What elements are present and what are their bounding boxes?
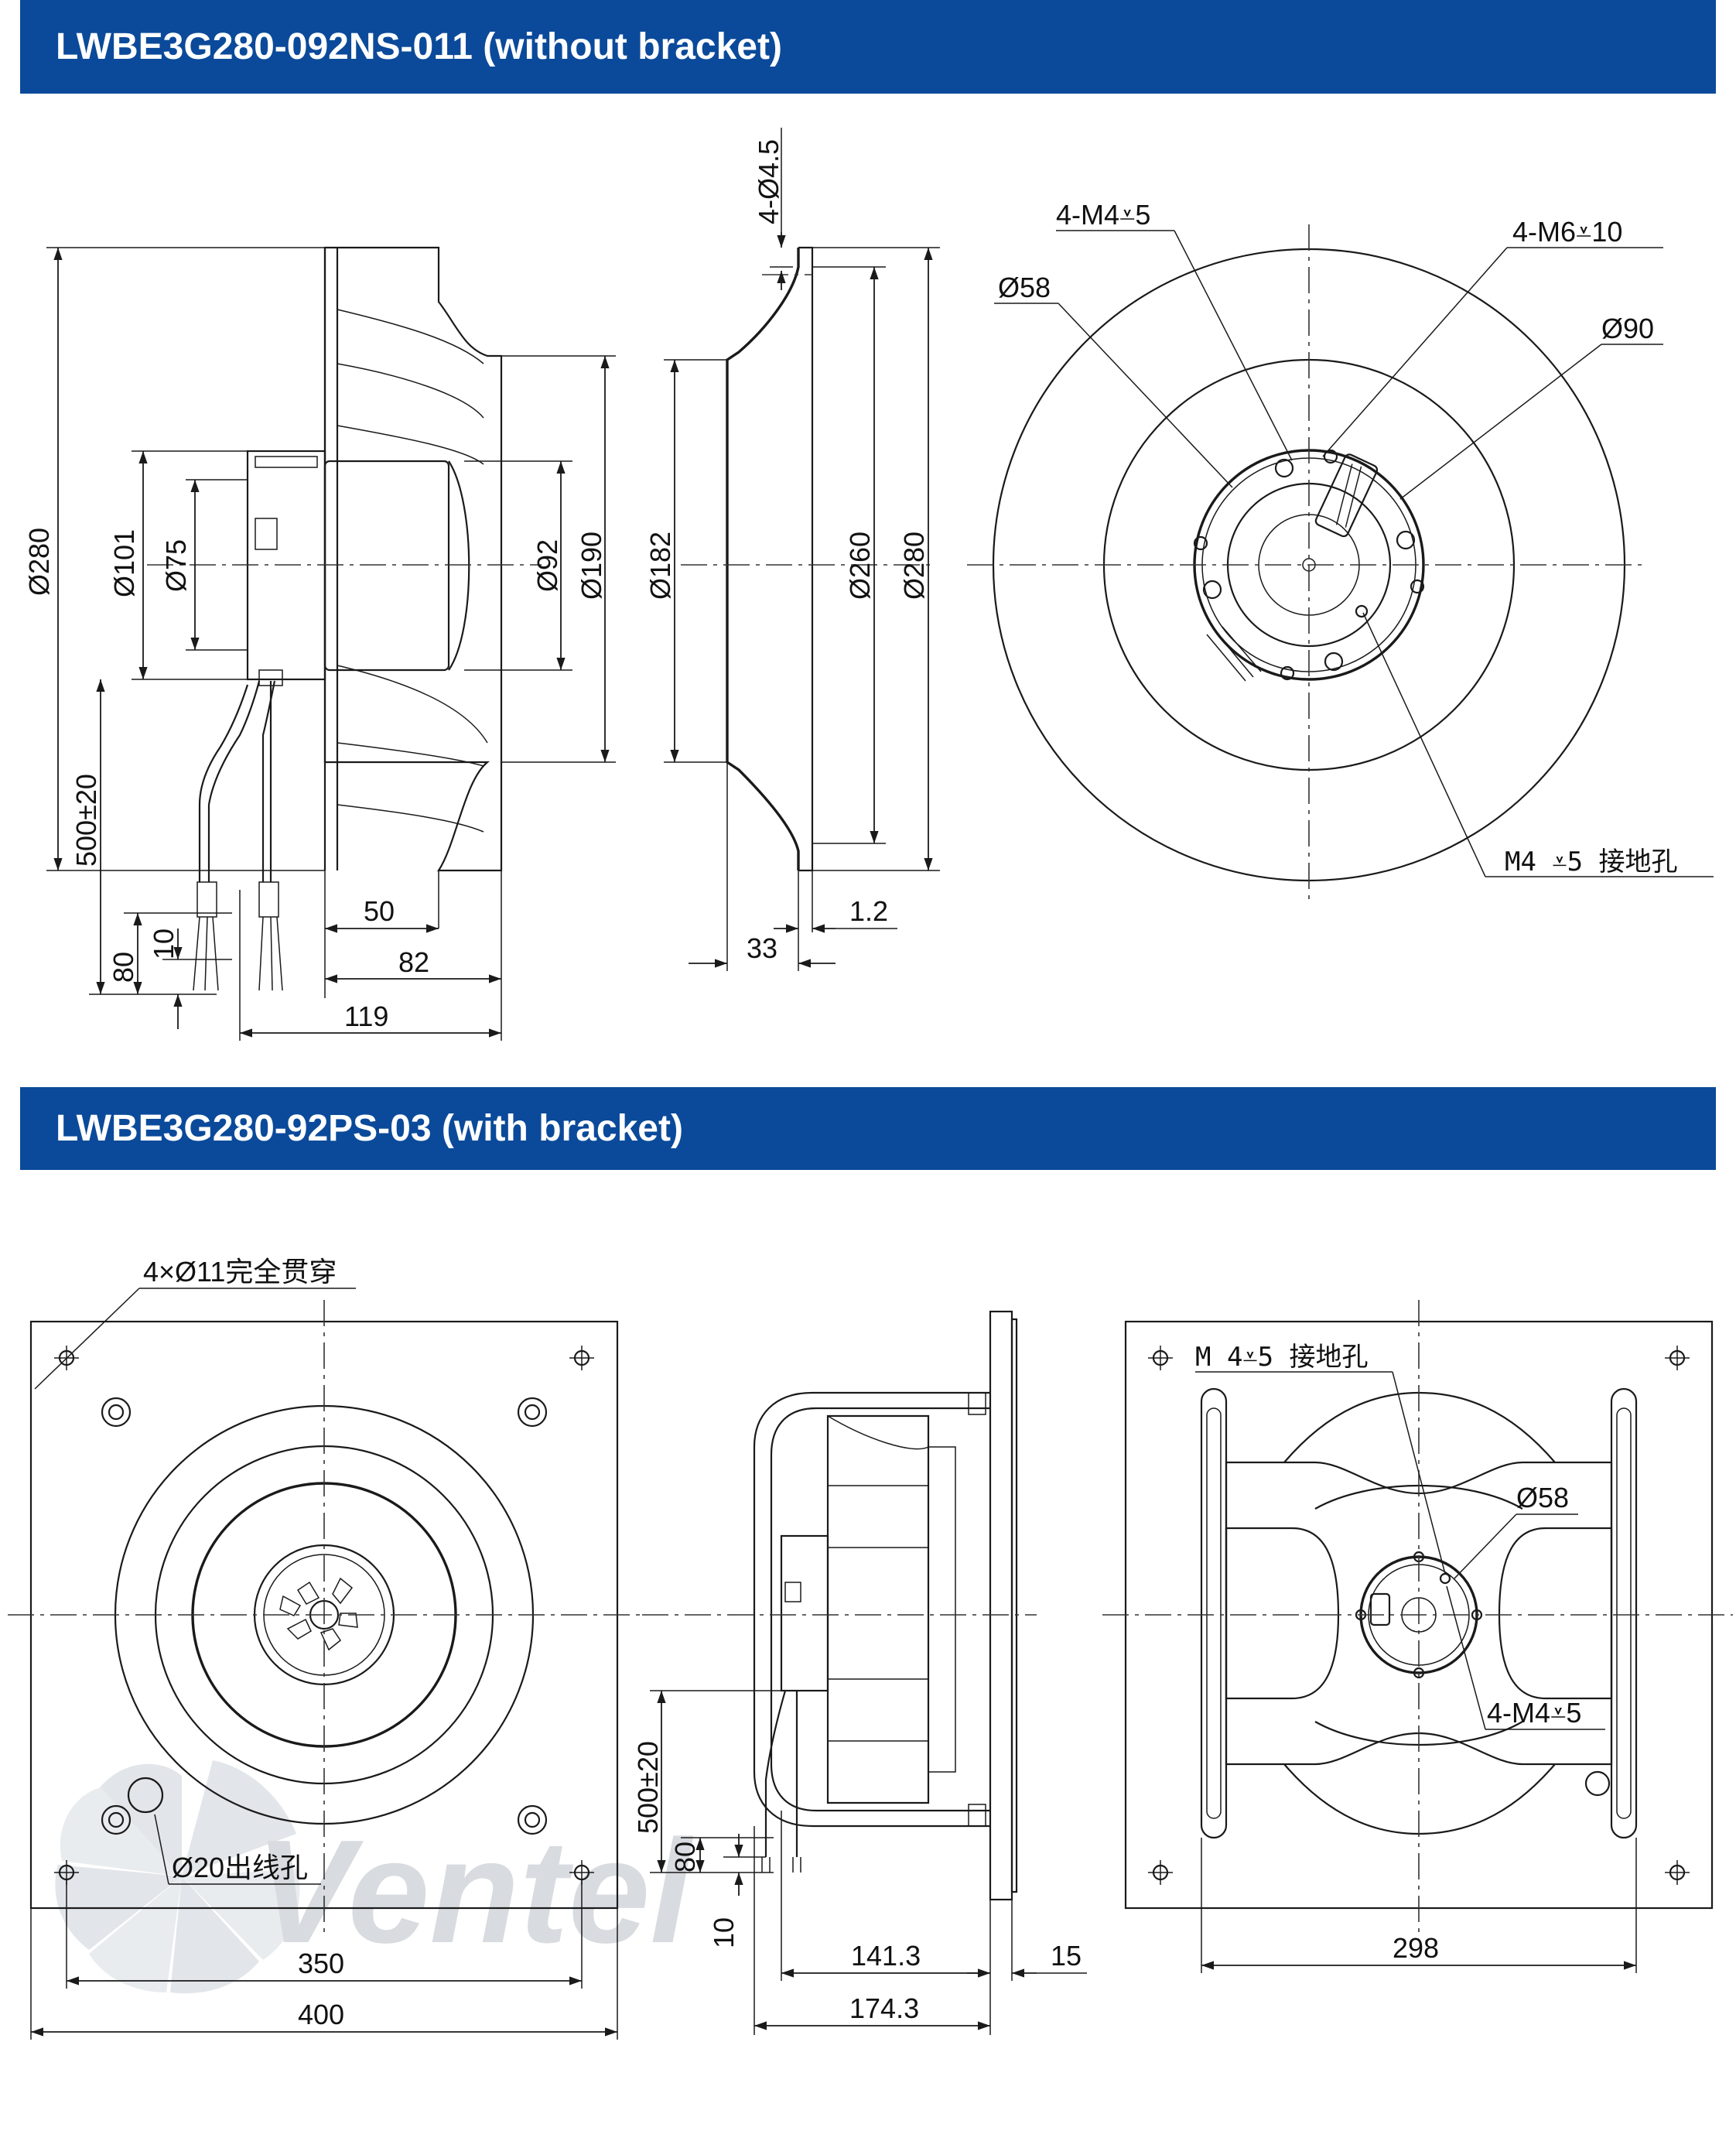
bottom-front-view: 4×Ø11完全贯穿 Ø20出线孔 350 400 [8,1256,642,2040]
top-front-view: 4-M4⩡5 4-M6⩡10 Ø58 Ø90 M4 ⩡5 接地孔 [967,199,1714,905]
dim-bracket-400: 400 [298,1999,344,2030]
dim-profile-holes: 4-Ø4.5 [753,139,784,224]
dim-bracket-350: 350 [298,1948,344,1979]
label-bracket-holes: 4×Ø11完全贯穿 [143,1256,337,1288]
top-side-view: Ø280 Ø101 Ø75 Ø92 Ø190 500±20 80 10 50 [23,246,616,1041]
top-profile-view: 4-Ø4.5 Ø182 Ø260 Ø280 33 1.2 [644,128,940,971]
dim-top-side-10: 10 [148,929,179,959]
dim-top-side-82: 82 [398,946,429,978]
bracket-holes [54,1346,594,1885]
dim-bracket-side-80: 80 [669,1842,701,1873]
dim-profile-d182: Ø182 [644,532,676,600]
label-front-m6: 4-M6⩡10 [1512,216,1622,248]
dim-bracket-side-141-3: 141.3 [851,1940,921,1972]
dim-bracket-side-174-3: 174.3 [849,1992,919,2024]
dim-top-side-119: 119 [344,1000,388,1032]
dim-top-side-cable: 500±20 [70,774,102,867]
dim-top-side-d190: Ø190 [576,532,607,600]
label-cable-outlet: Ø20出线孔 [172,1852,308,1883]
header-bottom-title: LWBE3G280-92PS-03 (with bracket) [56,1108,683,1149]
dim-back-298: 298 [1393,1932,1439,1964]
hub-slots [279,1577,358,1651]
dim-bracket-side-15: 15 [1051,1940,1082,1972]
label-back-ground: M 4⩡5 接地孔 [1195,1342,1369,1373]
dim-top-side-d101: Ø101 [108,529,140,597]
dim-top-side-50: 50 [364,895,395,927]
header-top-title: LWBE3G280-092NS-011 (without bracket) [56,26,782,67]
header-top-model: LWBE3G280-092NS-011 (without bracket) [20,0,1716,94]
ventel-watermark: Ventel [55,1760,694,1994]
dim-profile-d280: Ø280 [898,532,930,600]
bottom-back-view: M 4⩡5 接地孔 Ø58 4-M4⩡5 298 [1102,1300,1733,1973]
label-front-d58: Ø58 [998,272,1051,303]
label-front-d90: Ø90 [1601,313,1654,344]
label-front-ground: M4 ⩡5 接地孔 [1505,846,1678,877]
label-front-m4: 4-M4⩡5 [1056,199,1150,231]
front-screw-holes [1193,449,1425,681]
dim-top-side-80: 80 [108,952,139,983]
dim-profile-1-2: 1.2 [849,895,888,927]
dim-bracket-side-cable: 500±20 [632,1741,664,1834]
dim-profile-d260: Ø260 [844,532,876,600]
watermark-text: Ventel [255,1810,694,1974]
label-back-m4: 4-M4⩡5 [1487,1697,1581,1729]
dim-top-side-d75: Ø75 [160,539,192,592]
header-bottom-model: LWBE3G280-92PS-03 (with bracket) [20,1087,1716,1170]
bottom-side-view: 500±20 80 10 141.3 15 174.3 [632,1310,1087,2035]
label-back-d58: Ø58 [1516,1482,1569,1513]
dim-bracket-side-10: 10 [708,1917,740,1948]
dim-profile-33: 33 [747,932,777,964]
dim-top-side-d280: Ø280 [23,528,55,596]
dim-top-side-d92: Ø92 [531,539,563,592]
